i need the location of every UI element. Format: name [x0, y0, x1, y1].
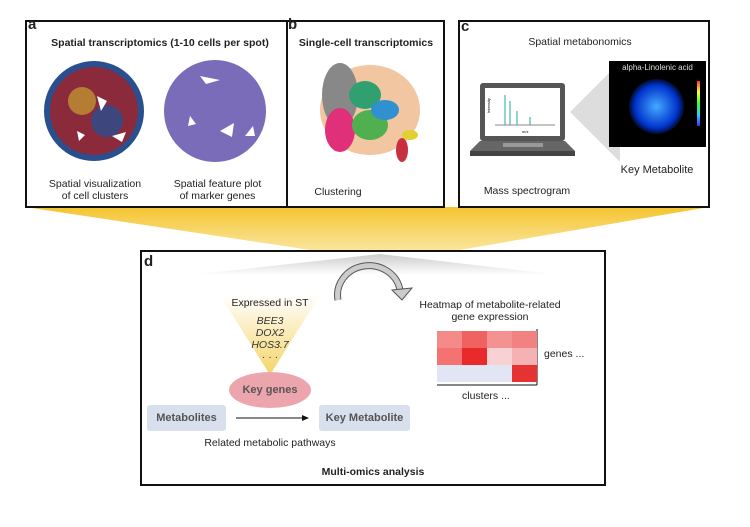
heatmap-cell: [437, 331, 462, 348]
key-metabolite-box: Key Metabolite: [319, 405, 410, 431]
expressed-in-st: Expressed in ST: [231, 297, 309, 309]
heatmap-cell: [487, 365, 512, 382]
heatmap-cell: [512, 365, 537, 382]
metabolite-image-title: alpha-Linolenic acid: [622, 63, 693, 72]
related-pathways: Related metabolic pathways: [204, 437, 336, 449]
heatmap-cell: [487, 348, 512, 365]
heatmap-title-line: Heatmap of metabolite-related: [419, 299, 561, 311]
heatmap-cell: [512, 348, 537, 365]
panel-d-letter: d: [144, 253, 154, 270]
gene: · · ·: [261, 351, 279, 363]
heatmap-clusters-label: clusters ...: [462, 390, 510, 402]
heatmap-title-line: gene expression: [451, 311, 529, 323]
caption-mass-spectrogram: Mass spectrogram: [483, 185, 571, 197]
panel-a-title: Spatial transcriptomics (1-10 cells per …: [51, 37, 269, 49]
heat-blob: [629, 79, 684, 134]
heatmap-cell: [462, 348, 487, 365]
panel-b-title: Single-cell transcriptomics: [298, 37, 434, 49]
multi-omics-footer: Multi-omics analysis: [321, 466, 425, 478]
heatmap-cell: [462, 365, 487, 382]
spatial-feature-image: [164, 60, 266, 162]
panel-b-letter: b: [288, 16, 298, 33]
gene-list: BEE3 DOX2 HOS3.7 · · ·: [220, 315, 320, 363]
caption-line: of marker genes: [179, 190, 256, 202]
metabolite-image: alpha-Linolenic acid: [609, 61, 706, 147]
heatmap-cell: [437, 348, 462, 365]
divider: [286, 22, 288, 206]
heatmap-genes-label: genes ...: [544, 348, 585, 360]
key-genes-ellipse: Key genes: [229, 372, 311, 408]
heatmap-cell: [462, 331, 487, 348]
heatmap-cell: [512, 331, 537, 348]
heatmap-cell: [487, 331, 512, 348]
caption-clustering: Clustering: [314, 186, 362, 198]
panel-c-title: Spatial metabonomics: [528, 36, 632, 48]
panel-c-letter: c: [461, 18, 470, 35]
panel-a-letter: a: [28, 16, 37, 33]
umap-clustering-image: [320, 63, 420, 162]
caption-line: of cell clusters: [61, 190, 129, 202]
metabolites-box: Metabolites: [147, 405, 226, 431]
caption-line: Spatial visualization: [48, 178, 142, 190]
gene: HOS3.7: [251, 339, 289, 351]
heatmap-title: Heatmap of metabolite-related gene expre…: [410, 299, 570, 323]
plot-ylabel: Intensity: [486, 98, 491, 113]
caption-line: Spatial feature plot: [173, 178, 262, 190]
gene: BEE3: [256, 315, 284, 327]
gene: DOX2: [255, 327, 285, 339]
caption-key-metabolite: Key Metabolite: [620, 164, 694, 176]
heatmap: [437, 331, 537, 382]
colorbar: [697, 81, 700, 126]
heatmap-cell: [437, 365, 462, 382]
spatial-cluster-image: [44, 61, 144, 161]
grey-projection: [570, 62, 620, 162]
laptop-icon: Intensity m/z: [470, 83, 575, 156]
plot-xlabel: m/z: [522, 129, 528, 134]
